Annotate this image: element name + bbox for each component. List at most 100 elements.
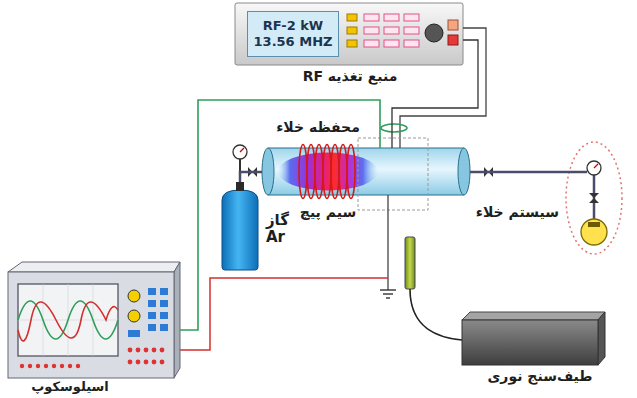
tube-edge (268, 147, 464, 148)
osc-key (148, 324, 156, 331)
node-label: منبع تغذیه RF (303, 68, 398, 84)
pink-button (384, 14, 399, 21)
led (28, 364, 32, 368)
spec-front (462, 320, 598, 365)
osc-key (148, 300, 156, 307)
osc-key (160, 312, 168, 319)
coil-turn (339, 145, 347, 199)
osc-key (160, 288, 168, 295)
vacuum-outline (566, 142, 622, 254)
red-button (448, 35, 458, 45)
gas-cylinder (222, 145, 258, 270)
osc-key (128, 330, 140, 337)
yellow-button (347, 14, 357, 21)
pink-button (404, 40, 419, 47)
rf-power-supply: منبع تغذیه RFRF-2 kW 13.56 MHZ (235, 3, 463, 65)
rf-supply-body (235, 3, 463, 65)
ground-bar (380, 289, 396, 290)
rf-knob (425, 24, 443, 42)
spec-top (462, 312, 605, 320)
led (36, 364, 40, 368)
pink-button (364, 40, 379, 47)
orange-button (448, 20, 458, 30)
led (60, 364, 64, 368)
current-probe-loop (381, 124, 407, 132)
gauge-needle (594, 164, 598, 168)
vacuum-chamber: محفظه خلاء (262, 148, 470, 195)
tube-edge (268, 194, 464, 195)
connector-wire (470, 171, 566, 174)
vacuum-system (484, 142, 622, 254)
ground-bar (383, 293, 393, 294)
pump-valve (589, 193, 599, 203)
osc-key (160, 324, 168, 331)
pressure-gauge (233, 145, 247, 159)
led (68, 364, 72, 368)
rf-lead (400, 28, 486, 148)
led (152, 348, 157, 353)
connector-wire (392, 40, 478, 148)
spectrometer-body (462, 312, 605, 365)
cylinder-neck (236, 182, 244, 191)
oscilloscope: اسیلوسکوپ (8, 262, 180, 378)
screen-grid (18, 284, 118, 356)
connector-wire (180, 100, 380, 330)
pink-button (364, 14, 379, 21)
rf-display: RF-2 kW 13.56 MHZ (247, 11, 339, 57)
display-text: RF-2 kW 13.56 MHZ (250, 18, 336, 49)
osc-leds (20, 348, 165, 369)
led (160, 360, 165, 365)
coil-turn (307, 145, 315, 199)
coil-turn (299, 145, 307, 199)
ground-symbol (380, 290, 396, 298)
led (44, 364, 48, 368)
node-label: محفظه خلاء (276, 119, 360, 135)
led (128, 348, 133, 353)
spec-side (598, 312, 605, 365)
node-label: گاز Ar (266, 212, 289, 247)
dashed-region (358, 138, 428, 210)
pink-button (404, 27, 419, 34)
led (128, 360, 133, 365)
coil-turn (331, 145, 339, 199)
ground-lead (387, 195, 388, 290)
tube-flange (458, 148, 470, 195)
pink-button (384, 40, 399, 47)
tube-body (268, 148, 464, 195)
led (76, 364, 80, 368)
pump-port (588, 222, 600, 227)
part-label: سیم پیچ (300, 204, 356, 220)
green-trace (18, 301, 118, 339)
gauge-stem (239, 159, 241, 172)
osc-screen (18, 284, 118, 356)
node-label: طیف‌سنج نوری (488, 368, 593, 384)
red-trace (18, 302, 118, 341)
ground-bar (386, 297, 390, 298)
osc-front (8, 272, 174, 378)
osc-side (174, 262, 180, 378)
cylinder-body (222, 190, 258, 270)
osc-key (148, 288, 156, 295)
vacuum-tube (262, 148, 470, 195)
connector-wire (240, 172, 262, 182)
oscilloscope-body (8, 262, 180, 378)
osc-key (160, 300, 168, 307)
ground-probe-lead (180, 278, 388, 350)
led (144, 360, 149, 365)
led (52, 364, 56, 368)
led (136, 360, 141, 365)
coil-turn (315, 145, 323, 199)
rf-housing (235, 3, 463, 65)
led (20, 364, 24, 368)
osc-knob (128, 310, 140, 322)
pink-button (364, 27, 379, 34)
led (136, 348, 141, 353)
vacuum-gauge (587, 161, 601, 175)
pink-button (384, 27, 399, 34)
tube-flange (262, 148, 274, 195)
spectrometer: طیف‌سنج نوری (462, 312, 605, 365)
